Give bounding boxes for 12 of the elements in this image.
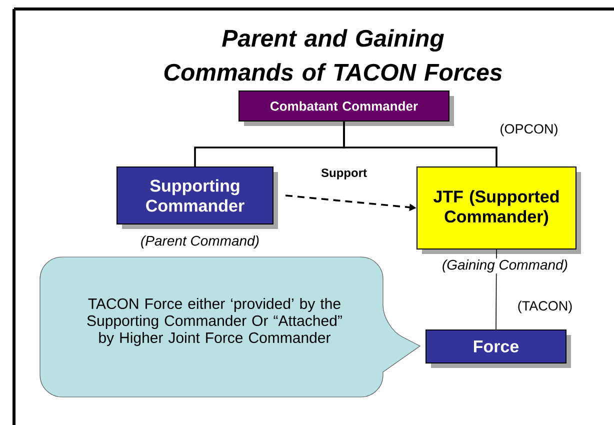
- edge-label: (OPCON): [498, 122, 560, 138]
- edge-label: Support: [320, 168, 368, 180]
- title: Parent and Gaining Commands of TACON Forces: [164, 29, 502, 81]
- command-box: Force: [426, 330, 571, 368]
- role-caption: (Parent Command): [139, 234, 261, 250]
- role-caption: (Gaining Command): [440, 258, 570, 274]
- command-box: Supporting Commander: [116, 166, 278, 229]
- command-box: Combatant Commander: [238, 90, 454, 126]
- command-box: JTF (Supported Commander): [416, 166, 581, 254]
- connector: [343, 122, 498, 166]
- callout-bubble: TACON Force either ‘provided’ by the Supporting Commander Or “Attached” by Higher Joint Force Commander: [40, 256, 420, 398]
- edge-label: (TACON): [516, 300, 574, 314]
